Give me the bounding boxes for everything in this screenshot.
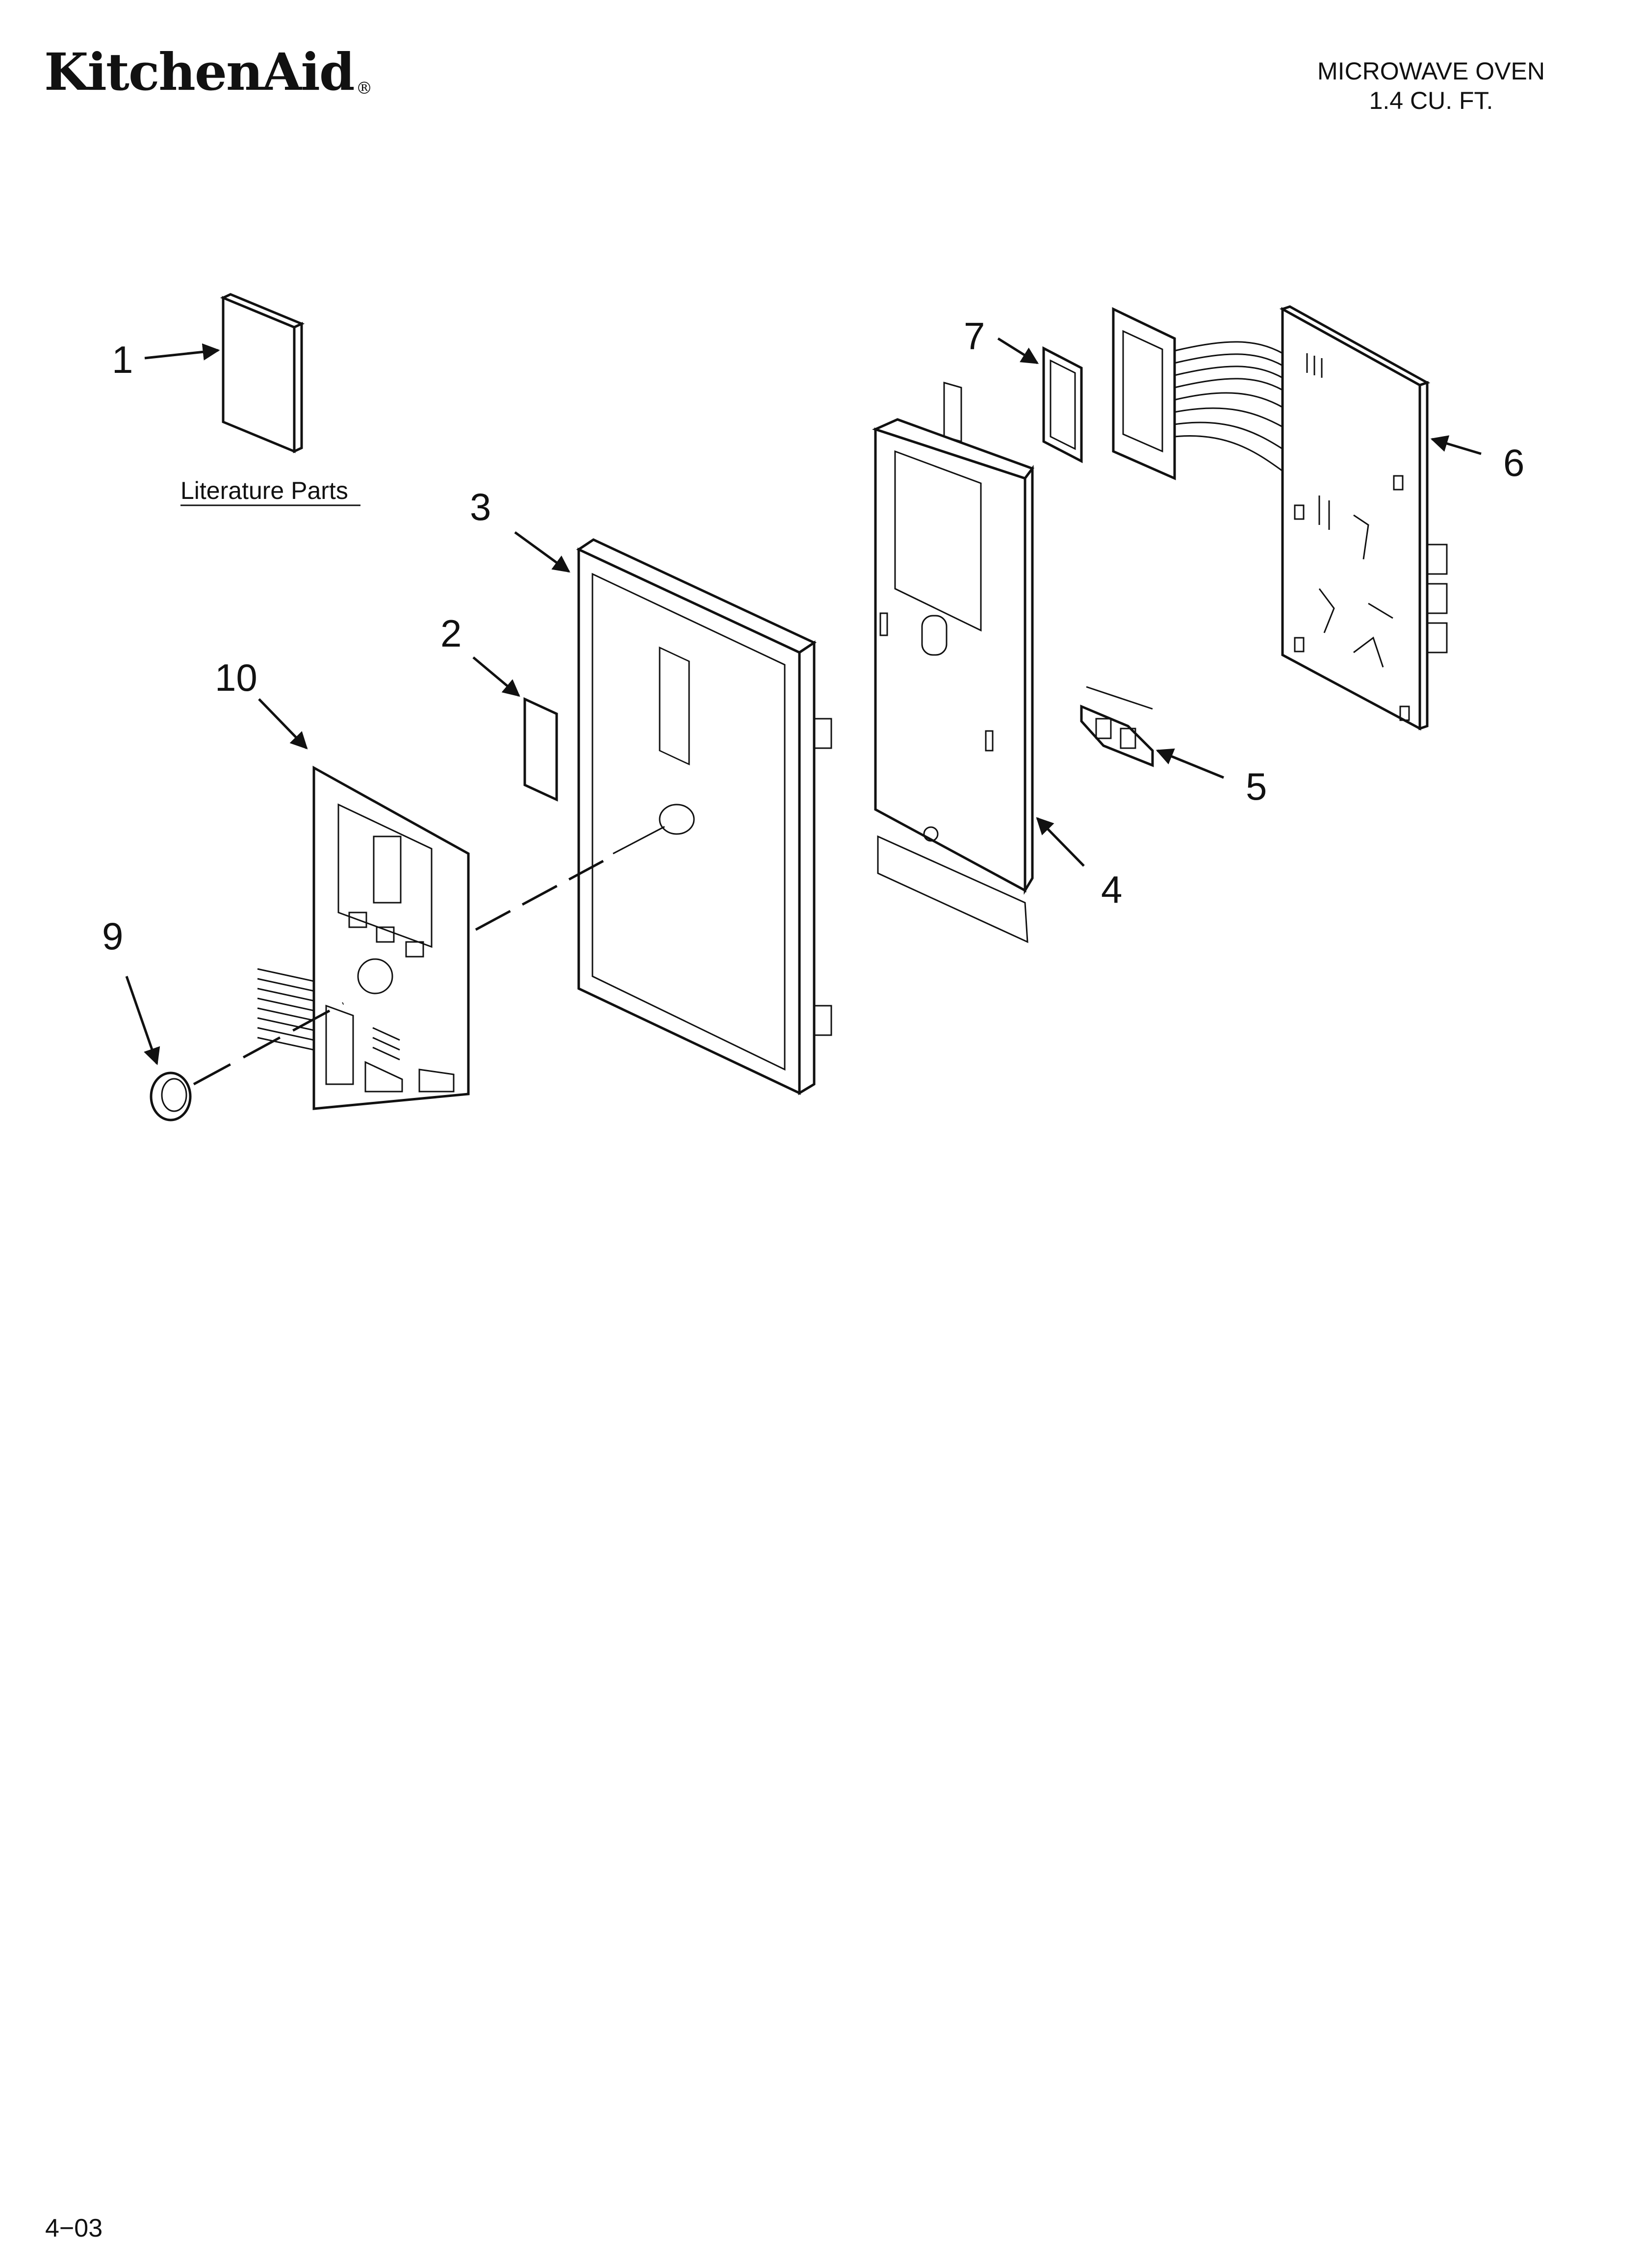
callout-1: 1 — [112, 338, 133, 381]
product-capacity: 1.4 CU. FT. — [1369, 87, 1493, 114]
leader-4 — [1036, 817, 1085, 867]
callout-6: 6 — [1503, 441, 1524, 484]
gasket — [1042, 346, 1083, 464]
registered-mark: ® — [356, 78, 373, 98]
display-wires — [1174, 341, 1283, 472]
leader-7 — [997, 337, 1039, 365]
callout-3: 3 — [470, 485, 491, 528]
leader-5 — [1155, 748, 1224, 779]
product-name: MICROWAVE OVEN — [1317, 57, 1545, 85]
literature-label: Literature Parts — [180, 477, 348, 504]
display-window — [523, 697, 558, 802]
callout-10: 10 — [215, 656, 257, 699]
knob — [150, 1071, 192, 1121]
leader-2 — [472, 656, 520, 697]
revision-code: 4−03 — [45, 2214, 103, 2242]
control-board — [1279, 305, 1448, 731]
assembly-line-overlay — [475, 860, 604, 931]
literature-booklet — [220, 293, 305, 453]
leader-9 — [125, 976, 160, 1066]
control-bracket — [872, 382, 1035, 943]
switch-holder — [1080, 686, 1154, 767]
control-overlay — [312, 765, 470, 1110]
callout-7: 7 — [964, 314, 985, 358]
leader-10 — [258, 698, 308, 750]
assembly-line-knob — [193, 1002, 344, 1086]
leader-3 — [514, 531, 570, 573]
callout-9: 9 — [102, 914, 123, 958]
control-panel-frame — [576, 538, 832, 1095]
model-info: MICROWAVE OVEN 1.4 CU. FT. — [1259, 56, 1603, 115]
callout-4: 4 — [1101, 868, 1122, 911]
callout-2: 2 — [440, 612, 462, 655]
brand-logo: KitchenAid® — [44, 47, 373, 98]
display-module — [1112, 307, 1176, 480]
brand-name: KitchenAid — [44, 42, 355, 102]
leader-6 — [1430, 435, 1482, 455]
ribbon-cable — [257, 968, 314, 1051]
callout-5: 5 — [1246, 765, 1267, 808]
leader-1 — [144, 343, 220, 361]
